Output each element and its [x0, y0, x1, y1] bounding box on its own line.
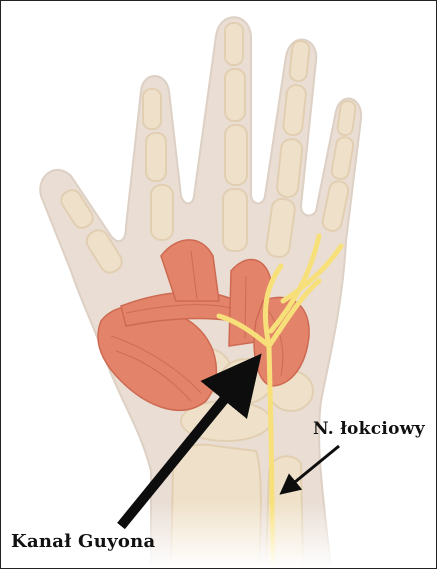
- ulnar-nerve-label: N. łokciowy: [313, 419, 425, 439]
- guyon-canal-label: Kanał Guyona: [11, 531, 156, 552]
